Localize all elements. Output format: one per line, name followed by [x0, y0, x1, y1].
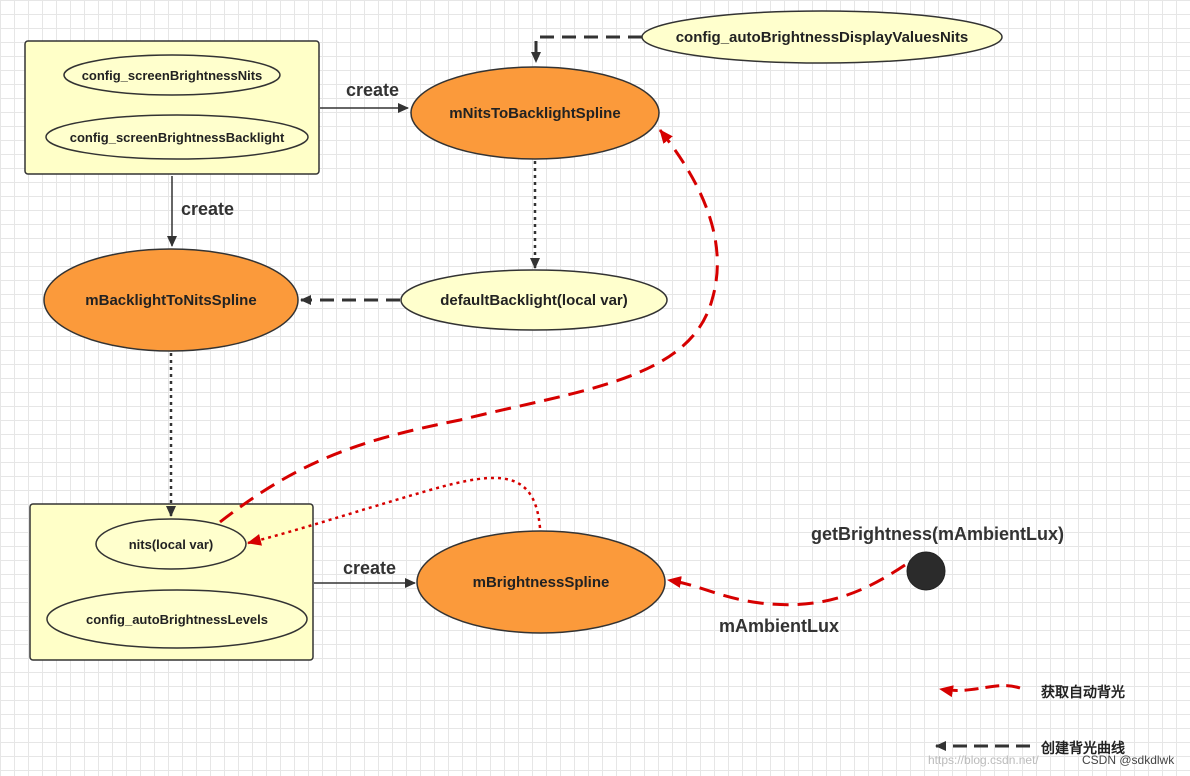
- backlight-to-nits-node: mBacklightToNitsSpline: [43, 248, 299, 352]
- backlight-to-nits-label: mBacklightToNitsSpline: [85, 292, 256, 309]
- default-backlight-label: defaultBacklight(local var): [440, 292, 628, 309]
- nits-to-backlight-node: mNitsToBacklightSpline: [410, 66, 660, 160]
- legend: 获取自动背光 创建背光曲线: [935, 684, 1125, 757]
- display-values-nits-node: config_autoBrightnessDisplayValuesNits: [641, 10, 1003, 64]
- legend-red-dashed-arrow: [939, 684, 1021, 698]
- brightness-spline-ellipse: [416, 530, 666, 634]
- get-brightness-label: getBrightness(mAmbientLux): [811, 524, 1064, 544]
- nits-to-backlight-ellipse: [410, 66, 660, 160]
- default-backlight-node: defaultBacklight(local var): [400, 269, 668, 331]
- config-auto-brightness-levels-label: config_autoBrightnessLevels: [86, 612, 268, 627]
- watermark-url: https://blog.csdn.net/: [928, 753, 1039, 767]
- config-screen-brightness-nits-label: config_screenBrightnessNits: [82, 68, 263, 83]
- ambient-lux-label: mAmbientLux: [719, 616, 839, 636]
- config-group-top: config_screenBrightnessNits config_scree…: [24, 40, 320, 175]
- red-dashed-arrow-ambient-lux-to-brightness-spline: [667, 563, 906, 607]
- create-label-left: create: [181, 199, 234, 219]
- brightness-spline-label: mBrightnessSpline: [473, 574, 610, 591]
- red-dotted-arrow-brightness-spline-to-nits: [247, 476, 542, 546]
- nits-to-backlight-label: mNitsToBacklightSpline: [449, 105, 620, 122]
- backlight-to-nits-ellipse: [43, 248, 299, 352]
- create-label-top: create: [346, 80, 399, 100]
- nits-local-var-label: nits(local var): [129, 537, 214, 552]
- legend-red-label: 获取自动背光: [1041, 684, 1125, 701]
- legend-black-label: 创建背光曲线: [1040, 740, 1125, 757]
- config-group-bottom: nits(local var) config_autoBrightnessLev…: [29, 503, 314, 661]
- config-screen-brightness-backlight-ellipse: [45, 114, 309, 160]
- display-values-nits-label: config_autoBrightnessDisplayValuesNits: [676, 29, 969, 46]
- dashed-arrow-display-values-to-nits-spline: [531, 35, 642, 63]
- config-auto-brightness-levels-ellipse: [46, 589, 308, 649]
- default-backlight-ellipse: [400, 269, 668, 331]
- config-screen-brightness-backlight-label: config_screenBrightnessBacklight: [70, 130, 285, 145]
- nits-local-var-ellipse: [95, 518, 247, 570]
- config-screen-brightness-nits-ellipse: [63, 54, 281, 96]
- get-brightness-start-point: [906, 551, 946, 591]
- red-dashed-arrow-nits-to-nits-spline: [219, 129, 719, 524]
- brightness-spline-node: mBrightnessSpline: [416, 530, 666, 634]
- create-label-bottom: create: [343, 558, 396, 578]
- watermark-csdn: CSDN @sdkdlwk: [1082, 753, 1175, 767]
